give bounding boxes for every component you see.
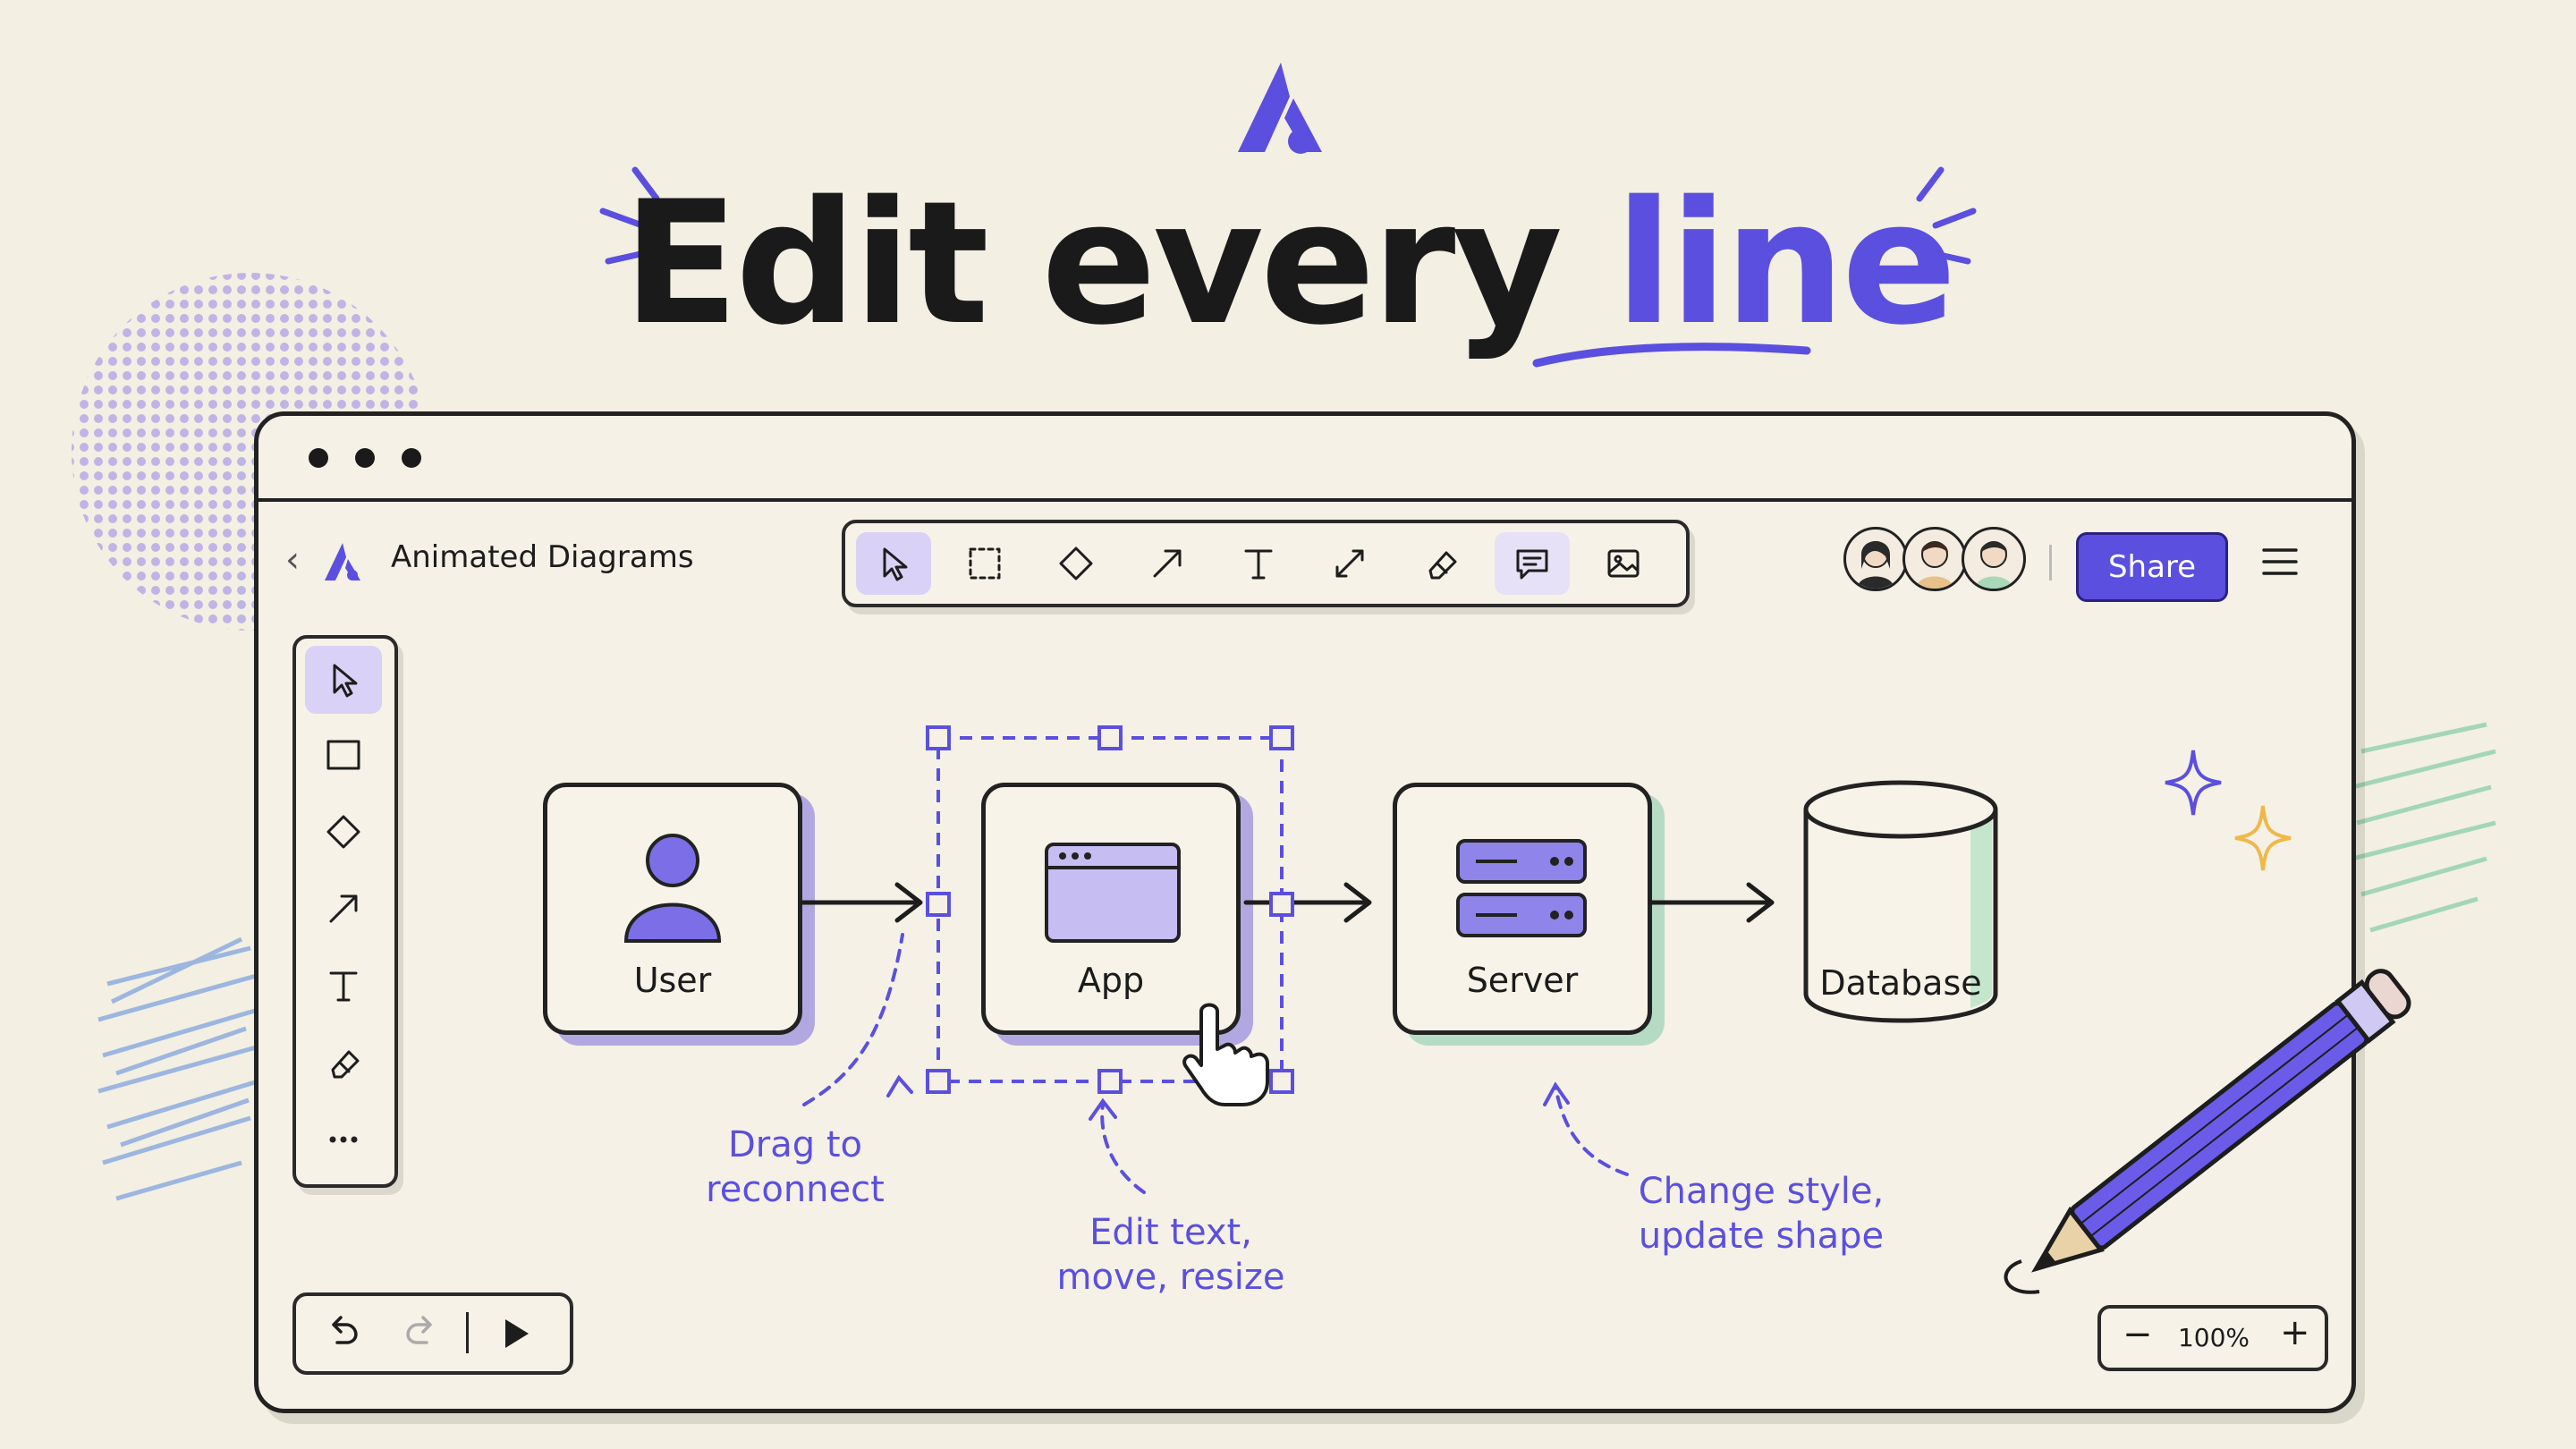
top-bar: ‹ Animated Diagrams <box>258 502 2351 618</box>
user-icon <box>623 834 722 943</box>
window-dot-2[interactable] <box>355 448 375 468</box>
zoom-out-button[interactable]: − <box>2123 1314 2153 1355</box>
history-bar <box>292 1292 573 1375</box>
node-label: User <box>633 961 712 1000</box>
server-node[interactable]: Server <box>1393 783 1652 1035</box>
database-node[interactable] <box>1795 774 2010 1042</box>
headline-part1: Edit every <box>623 165 1563 362</box>
toolbar-comment-icon[interactable] <box>1495 532 1570 595</box>
toolbar-image-icon[interactable] <box>1586 532 1661 595</box>
hand-cursor-icon <box>1182 1003 1269 1106</box>
zoom-control: − 100% + <box>2097 1305 2328 1371</box>
redo-icon[interactable] <box>398 1314 437 1350</box>
history-divider <box>466 1312 469 1353</box>
server-icon <box>1456 839 1587 937</box>
left-rectangle-icon[interactable] <box>305 721 382 789</box>
title-bar <box>258 416 2351 502</box>
toolbar-diamond-icon[interactable] <box>1038 532 1114 595</box>
divider <box>2049 545 2052 580</box>
brand-logo <box>1238 63 1322 154</box>
left-toolbar <box>292 635 398 1188</box>
headline: Edit every line <box>0 179 2576 349</box>
collaborator-avatars <box>1843 527 2040 595</box>
node-label: App <box>1077 961 1145 1000</box>
avatar[interactable] <box>1962 527 2026 591</box>
annotation-drag: Drag to reconnect <box>706 1124 885 1210</box>
share-button[interactable]: Share <box>2076 532 2228 602</box>
document-title[interactable]: Animated Diagrams <box>391 539 694 575</box>
play-icon[interactable] <box>500 1316 532 1352</box>
hamburger-menu-icon[interactable] <box>2262 547 2298 577</box>
left-eraser-icon[interactable] <box>305 1029 382 1097</box>
app-node[interactable]: App <box>981 783 1241 1035</box>
sparkle-purple-icon <box>2165 750 2222 816</box>
toolbar-text-icon[interactable] <box>1221 532 1296 595</box>
app-window: ‹ Animated Diagrams <box>254 411 2356 1413</box>
left-arrow-icon[interactable] <box>305 875 382 943</box>
headline-accent: line <box>1614 165 1956 362</box>
node-label: Database <box>1819 963 1982 1003</box>
user-node[interactable]: User <box>543 783 802 1035</box>
left-diamond-icon[interactable] <box>305 798 382 866</box>
left-pointer-icon[interactable] <box>305 646 382 714</box>
pencil-illustration <box>2004 969 2411 1294</box>
zoom-in-button[interactable]: + <box>2280 1312 2310 1353</box>
headline-underline <box>1532 343 1811 368</box>
avatar[interactable] <box>1843 527 1908 591</box>
toolbar-marquee-select-icon[interactable] <box>947 532 1022 595</box>
node-label: Server <box>1466 961 1579 1000</box>
annotation-style: Change style, update shape <box>1638 1171 1885 1257</box>
sparkle-yellow-icon <box>2234 805 2292 871</box>
toolbar-arrow-icon[interactable] <box>1130 532 1205 595</box>
blue-scribble-decoration <box>97 936 260 1201</box>
spark-right-icon <box>1916 166 1977 265</box>
undo-icon[interactable] <box>326 1314 366 1350</box>
app-logo-icon <box>325 543 360 580</box>
window-dot-3[interactable] <box>402 448 421 468</box>
spark-left-icon <box>599 166 660 265</box>
green-scribble-decoration <box>2351 722 2496 933</box>
top-toolbar <box>842 520 1690 607</box>
toolbar-pointer-icon[interactable] <box>856 532 931 595</box>
toolbar-connector-icon[interactable] <box>1312 532 1387 595</box>
zoom-level[interactable]: 100% <box>2177 1323 2250 1352</box>
app-window-icon <box>1045 843 1181 943</box>
annotation-edit: Edit text, move, resize <box>1056 1212 1285 1298</box>
connector-arrows <box>800 725 1775 1194</box>
left-more-icon[interactable] <box>305 1106 382 1174</box>
window-dot-1[interactable] <box>309 448 328 468</box>
back-chevron-icon[interactable]: ‹ <box>285 539 300 580</box>
left-text-icon[interactable] <box>305 952 382 1020</box>
toolbar-eraser-icon[interactable] <box>1403 532 1479 595</box>
